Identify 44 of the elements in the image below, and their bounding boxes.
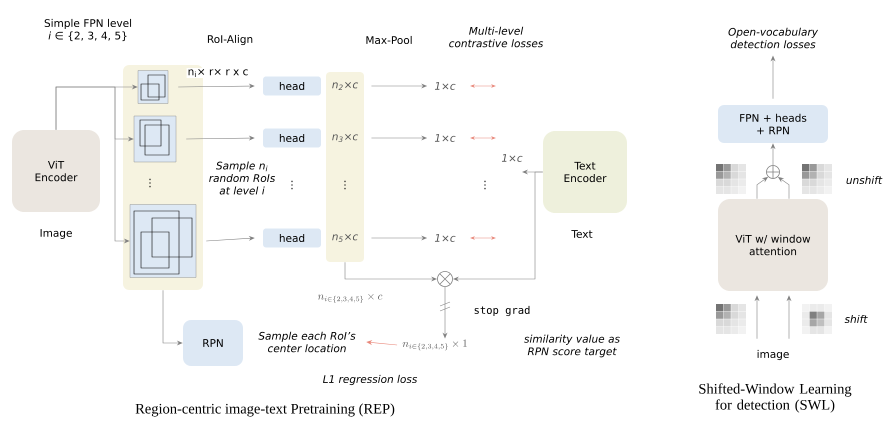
encoder-box: Text Encoder	[543, 131, 627, 213]
input-text: image	[758, 350, 789, 360]
heading: Multi-level contrastive losses	[449, 26, 544, 48]
ellipsis: ⋮	[291, 180, 293, 190]
note-text: shift	[844, 314, 868, 324]
edge-label: stop grad	[472, 304, 532, 318]
edge-label: 1×c	[500, 153, 524, 163]
heading: RoI-Align	[208, 34, 252, 46]
heading: Simple FPN level i ∈ {2, 3, 4, 5}	[44, 18, 132, 42]
edge-label: $n_{i\in\{2,3,4,5\}}\times c$	[316, 292, 384, 304]
ellipsis: ⋮	[149, 178, 151, 188]
detector-box: FPN + heads + RPN	[718, 105, 828, 143]
ellipsis: ⋮	[344, 180, 346, 190]
ellipsis: ⋮	[484, 180, 486, 190]
note-text: similarity value as RPN score target	[524, 334, 620, 358]
feature-size: 1×c	[434, 134, 456, 142]
caption: Region-centric image-text Pretraining (REP)	[136, 403, 394, 417]
feature-size: 1×c	[434, 82, 456, 90]
feature-size: $n_{i\in\{2,3,4,5\}}\times 1$	[402, 340, 467, 350]
add-symbol	[766, 165, 780, 179]
heading: Max-Pool	[366, 36, 412, 44]
feature-size: n$_{5}$×c	[332, 234, 358, 242]
feature-map	[130, 204, 196, 278]
encoder-box: ViT w/ window attention	[718, 199, 828, 291]
encoder-box: ViT Encoder	[12, 130, 100, 212]
feature-size: 1×c	[434, 234, 456, 242]
caption-text: Image	[40, 229, 72, 239]
head-box: head	[263, 76, 321, 96]
head-box: head	[263, 128, 321, 148]
feature-map	[134, 116, 176, 162]
note-text: Sample n$_{i}$ random RoIs at level i	[209, 161, 276, 195]
rpn-box: RPN	[183, 320, 243, 366]
note-text: Sample each RoI’s center location	[258, 332, 356, 352]
edge-label: n$_{i}$× r× r x c	[186, 68, 250, 78]
note-text: unshift	[846, 176, 882, 184]
feature-size: n$_{3}$×c	[332, 134, 358, 142]
feature-size: n$_{2}$×c	[332, 82, 358, 90]
caption: Shifted-Window Learning for detection (SWL)	[699, 383, 852, 413]
note-text: L1 regression loss	[322, 374, 418, 386]
pool-band	[326, 72, 364, 262]
head-box: head	[263, 228, 321, 248]
multiply-symbol	[437, 271, 453, 287]
caption-text: Text	[571, 230, 592, 238]
loss-text: Open-vocabulary detection losses	[728, 28, 818, 48]
